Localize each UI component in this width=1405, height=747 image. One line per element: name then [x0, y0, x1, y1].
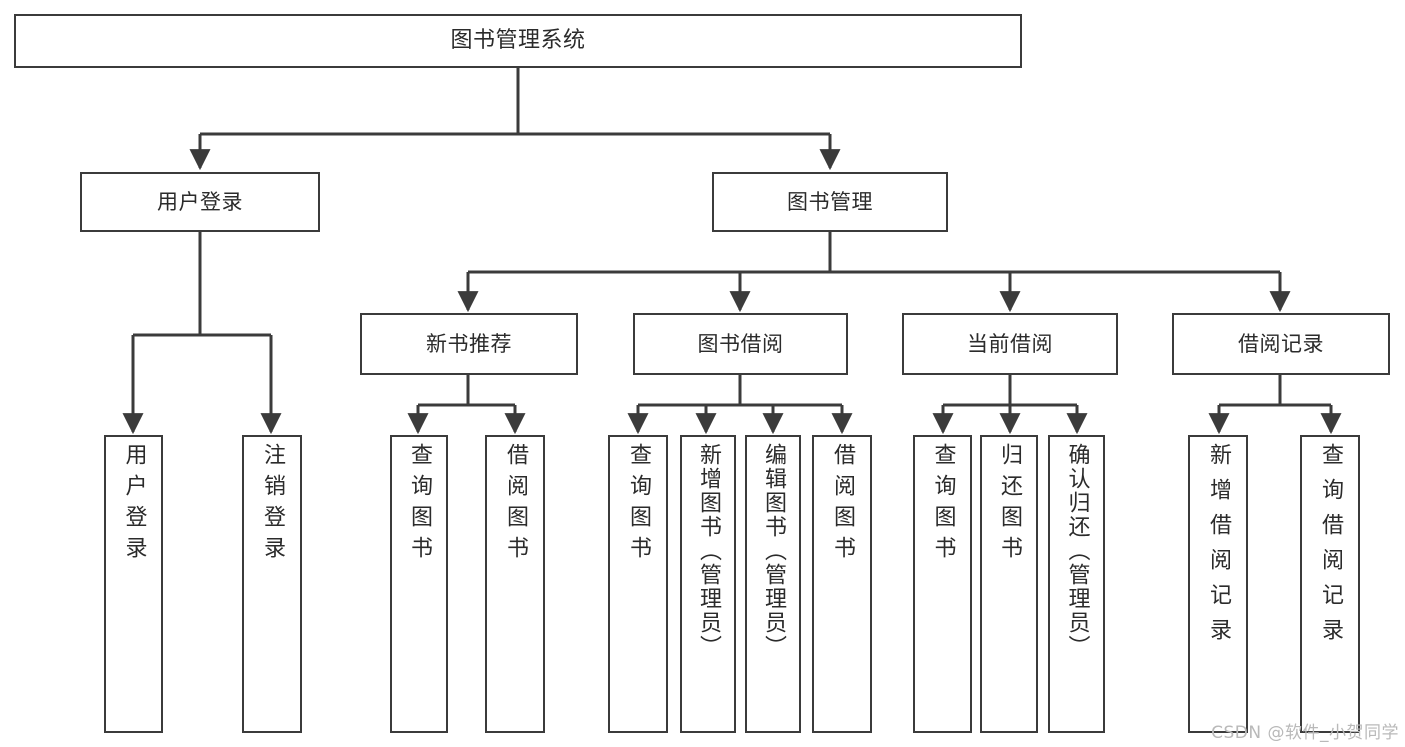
csdn-watermark: CSDN @软件_小贺同学 — [1211, 723, 1399, 743]
node-label: 借阅图书 — [830, 443, 855, 567]
node-label: 当前借阅 — [967, 331, 1053, 356]
leaf-query-book-current[interactable]: 查询图书 — [913, 435, 972, 733]
leaf-query-book-new[interactable]: 查询图书 — [390, 435, 448, 733]
leaf-query-borrow-record[interactable]: 查询借阅记录 — [1300, 435, 1360, 733]
node-label: 归还图书 — [997, 443, 1022, 567]
node-label: 借阅图书 — [503, 443, 528, 567]
node-book-management[interactable]: 图书管理 — [712, 172, 948, 232]
node-label: 查询图书 — [407, 443, 432, 567]
node-label: 新增图书（管理员） — [696, 443, 721, 659]
node-label: 新书推荐 — [426, 331, 512, 356]
node-label: 用户登录 — [121, 443, 147, 567]
node-label: 图书借阅 — [697, 331, 784, 356]
node-current-borrowing[interactable]: 当前借阅 — [902, 313, 1118, 375]
node-label: 新增借阅记录 — [1206, 443, 1231, 653]
node-user-login[interactable]: 用户登录 — [80, 172, 320, 232]
node-book-borrowing[interactable]: 图书借阅 — [633, 313, 848, 375]
leaf-borrow-book-new[interactable]: 借阅图书 — [485, 435, 545, 733]
leaf-add-borrow-record[interactable]: 新增借阅记录 — [1188, 435, 1248, 733]
node-label: 用户登录 — [157, 189, 243, 214]
node-label: 编辑图书（管理员） — [761, 443, 786, 659]
leaf-add-book-admin[interactable]: 新增图书（管理员） — [680, 435, 736, 733]
node-label: 查询图书 — [626, 443, 651, 567]
node-label: 借阅记录 — [1238, 331, 1324, 356]
leaf-user-login[interactable]: 用户登录 — [104, 435, 163, 733]
leaf-logout[interactable]: 注销登录 — [242, 435, 302, 733]
node-label: 注销登录 — [260, 443, 285, 567]
node-root-book-management-system[interactable]: 图书管理系统 — [14, 14, 1022, 68]
node-label: 查询图书 — [930, 443, 956, 567]
node-label: 查询借阅记录 — [1318, 443, 1343, 653]
node-label: 图书管理 — [787, 189, 873, 214]
leaf-edit-book-admin[interactable]: 编辑图书（管理员） — [745, 435, 801, 733]
leaf-confirm-return-admin[interactable]: 确认归还（管理员） — [1048, 435, 1105, 733]
node-borrowing-record[interactable]: 借阅记录 — [1172, 313, 1390, 375]
leaf-return-book[interactable]: 归还图书 — [980, 435, 1038, 733]
leaf-query-book-borrow[interactable]: 查询图书 — [608, 435, 668, 733]
node-label: 确认归还（管理员） — [1064, 443, 1090, 659]
leaf-borrow-book[interactable]: 借阅图书 — [812, 435, 872, 733]
node-new-book-recommendation[interactable]: 新书推荐 — [360, 313, 578, 375]
node-label: 图书管理系统 — [450, 28, 586, 54]
